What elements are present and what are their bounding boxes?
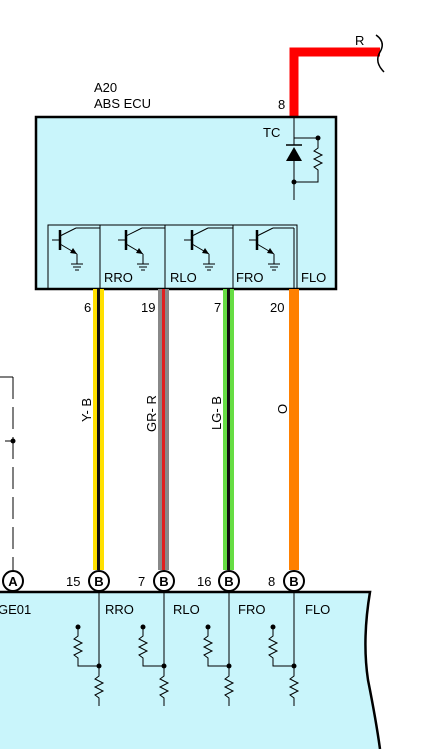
connector-pin-number: 7 (138, 574, 145, 589)
resistor-icon (72, 629, 99, 667)
connector-pin-number: 8 (268, 574, 275, 589)
connector-circle (2, 570, 24, 592)
lower-block-outline (0, 590, 382, 749)
connector-a: A (2, 570, 24, 592)
component-code: A20 (94, 80, 117, 95)
power-wire: R 8 (278, 33, 385, 117)
resistor-icon (288, 668, 300, 706)
connector-circle (283, 570, 305, 592)
internal-label-flo: FLO (301, 270, 326, 285)
ground-icon (137, 263, 149, 271)
transistor-icon (52, 227, 100, 264)
tc-label: TC (263, 125, 280, 140)
resistor-network-2 (137, 592, 170, 706)
resistor-network-1 (72, 592, 105, 706)
lower-label-rro: RRO (105, 602, 134, 617)
lower-label-rlo: RLO (173, 602, 200, 617)
lower-label-fro: FRO (238, 602, 265, 617)
connector-b-2: B 7 (138, 570, 175, 592)
connector-circle (153, 570, 175, 592)
connector-circle (218, 570, 240, 592)
internal-label-rro: RRO (104, 270, 133, 285)
resistor-icon (93, 668, 105, 706)
ecu-pin-number: 20 (270, 300, 284, 315)
lower-block-fill (0, 592, 380, 749)
wire-stripe-main (165, 289, 169, 570)
wire-color-code: O (275, 404, 290, 414)
wire-stripe-main (230, 289, 234, 570)
wire-2-gray-red: 19 GR- R (141, 289, 169, 570)
resistor-icon (202, 629, 229, 667)
ground-icon (268, 263, 280, 271)
ecu-box: TC (34, 115, 338, 291)
connector-letter: B (94, 574, 103, 589)
module-frame (232, 224, 298, 290)
connector-letter: A (8, 574, 18, 589)
wire-color-code: GR- R (144, 395, 159, 432)
wire-3-lightgreen-black: 7 LG- B (209, 289, 234, 570)
wire-color-code: LG- B (209, 396, 224, 430)
power-wire-line (289, 47, 380, 117)
resistor-network-4 (267, 592, 300, 706)
component-name: ABS ECU (94, 96, 151, 111)
wire-stripe-main (93, 289, 97, 570)
transistor-module-4: FRO (232, 224, 298, 290)
transistor-icon (184, 227, 233, 264)
transistor-module-2: RRO (99, 224, 166, 290)
internal-label-rlo: RLO (170, 270, 197, 285)
resistor-icon (267, 629, 294, 667)
connector-pin-number: 16 (197, 574, 211, 589)
wire-stripe-main (158, 289, 162, 570)
power-wire-color-code: R (355, 33, 364, 48)
wire-stripe-main (223, 289, 227, 570)
wire-1-yellow-black: 6 Y- B (79, 289, 104, 570)
connector-b-4: B 8 (268, 570, 305, 592)
wire-stripe-trace (97, 289, 100, 570)
transistor-module-3: RLO (164, 224, 234, 290)
resistor-icon (137, 629, 164, 667)
lower-partial-label: GE01 (0, 602, 31, 617)
wire-color-code: Y- B (79, 398, 94, 422)
ecu-pin-number: 19 (141, 300, 155, 315)
wire-stripe-trace (162, 289, 165, 570)
connector-letter: B (159, 574, 168, 589)
resistor-icon (158, 668, 170, 706)
lower-label-flo: FLO (305, 602, 330, 617)
wire-break-icon (375, 34, 385, 73)
connector-circle (88, 570, 110, 592)
connector-letter: B (289, 574, 298, 589)
dashed-circuit-left (0, 376, 16, 570)
resistor-icon (223, 668, 235, 706)
resistor-network-3 (202, 592, 235, 706)
ground-icon (71, 263, 83, 271)
connector-b-1: B 15 (66, 570, 110, 592)
lower-component-block: GE01 RRO RLO FRO FLO (0, 590, 382, 749)
wire-stripe-trace (227, 289, 230, 570)
transistor-icon (118, 227, 165, 264)
tc-zener-diode-icon (286, 117, 324, 200)
ground-icon (203, 263, 215, 271)
wire-stripe-main (100, 289, 104, 570)
ecu-pin-number: 7 (214, 300, 221, 315)
ecu-body (34, 115, 338, 291)
ecu-pin-number: 6 (84, 300, 91, 315)
wire-4-orange: 20 O (270, 289, 299, 570)
transistor-icon (249, 227, 295, 289)
power-pin-number: 8 (278, 97, 285, 112)
connector-pin-number: 15 (66, 574, 80, 589)
wire-stripe-main (289, 289, 299, 570)
internal-label-fro: FRO (236, 270, 263, 285)
connector-b-3: B 16 (197, 570, 240, 592)
connector-letter: B (224, 574, 233, 589)
